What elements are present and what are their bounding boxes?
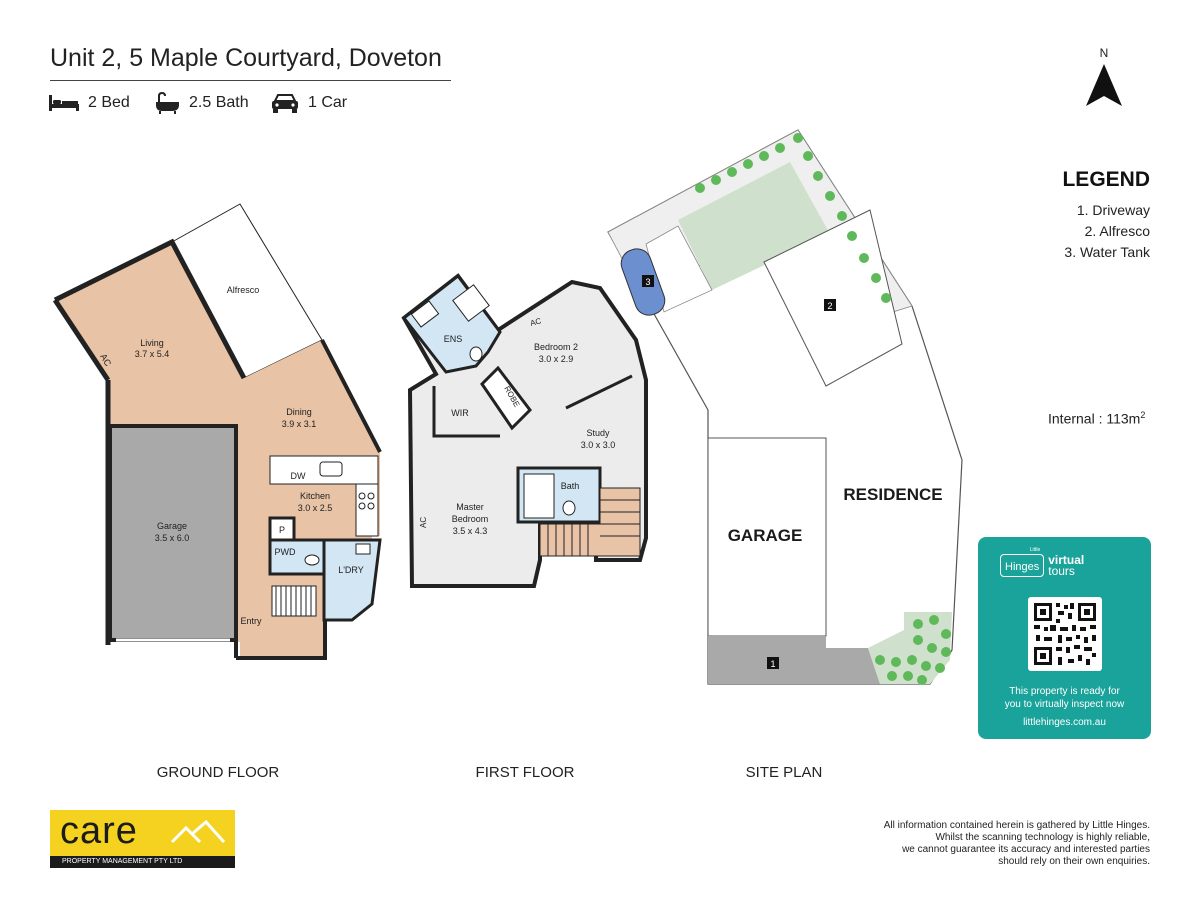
feature-bed: 2 Bed xyxy=(48,90,130,116)
brand-small-label: Little xyxy=(1029,547,1041,553)
alfresco-site xyxy=(763,209,903,387)
marker-3-box xyxy=(642,275,654,287)
bedroom2-dim: 3.0 x 2.9 xyxy=(539,354,574,364)
bath-icon xyxy=(156,92,179,114)
bedroom2-name: Bedroom 2 xyxy=(534,342,578,352)
marker-1: 1 xyxy=(770,659,775,669)
study-dim: 3.0 x 3.0 xyxy=(581,440,616,450)
living-name: Living xyxy=(140,338,164,348)
internal-area-unit: 2 xyxy=(1140,410,1146,420)
brand-tours-label: tours xyxy=(1048,563,1075,578)
disclaimer-line4: should rely on their own enquiries. xyxy=(998,856,1150,867)
brand-virtual-label: virtual xyxy=(1048,552,1085,567)
garage-floor xyxy=(108,424,238,642)
legend-item-driveway: 1. Driveway xyxy=(1076,202,1150,218)
pantry-label: P xyxy=(279,525,285,535)
first-floor-label: FIRST FLOOR xyxy=(475,764,575,781)
study-name: Study xyxy=(586,428,610,438)
feature-bed-label: 2 Bed xyxy=(88,94,130,111)
logo-word: care xyxy=(60,810,138,852)
tour-url-link[interactable]: littlehinges.com.au xyxy=(1023,717,1106,728)
entry-label: Entry xyxy=(240,616,262,626)
virtual-tour-card[interactable]: Little Hinges virtual tours xyxy=(978,537,1151,739)
legend-item-water-tank: 3. Water Tank xyxy=(1064,244,1150,260)
master-name2: Bedroom xyxy=(452,514,489,524)
tour-message-line1: This property is ready for xyxy=(1009,686,1120,697)
ground-floor-label: GROUND FLOOR xyxy=(156,764,280,781)
feature-car-label: 1 Car xyxy=(308,94,348,111)
first-floor-stairs xyxy=(539,487,641,557)
legend-title: LEGEND xyxy=(1062,168,1150,191)
living-dim: 3.7 x 5.4 xyxy=(135,349,170,359)
ens-label: ENS xyxy=(444,334,463,344)
car-icon xyxy=(272,94,298,113)
tour-message-line2: you to virtually inspect now xyxy=(1004,699,1125,710)
pwd-label: PWD xyxy=(275,547,296,557)
title-divider xyxy=(50,80,451,81)
lawn xyxy=(678,162,830,290)
site-residence-label: RESIDENCE xyxy=(843,485,942,504)
marker-3: 3 xyxy=(645,277,650,287)
driveway xyxy=(708,636,880,684)
ground-stairs xyxy=(271,585,317,617)
north-compass: N xyxy=(1086,46,1122,106)
laundry xyxy=(322,538,382,622)
little-hinges-brand: Little Hinges virtual tours xyxy=(1000,547,1085,578)
disclaimer: All information contained herein is gath… xyxy=(820,820,1150,868)
garage-name: Garage xyxy=(157,521,187,531)
feature-bath: 2.5 Bath xyxy=(153,90,249,116)
tour-message: This property is ready for you to virtua… xyxy=(978,685,1151,711)
dining-name: Dining xyxy=(286,407,312,417)
alfresco-name: Alfresco xyxy=(227,285,260,295)
master-dim: 3.5 x 4.3 xyxy=(453,526,488,536)
master-ac-label: AC xyxy=(419,517,428,528)
care-logo: care PROPERTY MANAGEMENT PTY LTD xyxy=(50,810,235,868)
disclaimer-line3: we cannot guarantee its accuracy and int… xyxy=(902,844,1150,855)
shrubs xyxy=(695,133,951,685)
dishwasher-label: DW xyxy=(291,471,306,481)
site-plan: GARAGE RESIDENCE 1 2 3 xyxy=(607,129,963,685)
robe xyxy=(480,365,532,431)
brand-main-label: Hinges xyxy=(1005,561,1040,573)
disclaimer-line1: All information contained herein is gath… xyxy=(883,820,1150,831)
feature-bath-label: 2.5 Bath xyxy=(189,94,249,111)
roofline-icon xyxy=(170,820,226,844)
master-name: Master xyxy=(456,502,484,512)
marker-2-box xyxy=(824,299,836,311)
ground-floor-plan: AC Living 3.7 x 5.4 Alfresco Dining 3.9 … xyxy=(52,203,382,660)
internal-area: Internal : 113m2 xyxy=(1048,410,1145,427)
bath-label: Bath xyxy=(561,481,580,491)
laundry-label: L'DRY xyxy=(338,565,364,575)
dining-dim: 3.9 x 3.1 xyxy=(282,419,317,429)
site-plan-label: SITE PLAN xyxy=(745,764,823,781)
compass-label: N xyxy=(1100,46,1109,60)
site-garage xyxy=(707,437,827,637)
feature-car: 1 Car xyxy=(270,90,347,116)
page-title: Unit 2, 5 Maple Courtyard, Doveton xyxy=(50,44,442,72)
north-arrow-icon xyxy=(1086,64,1122,106)
legend-item-alfresco: 2. Alfresco xyxy=(1084,223,1150,239)
kitchen-counter xyxy=(355,483,379,537)
first-floor-plan: ENS Bedroom 2 3.0 x 2.9 AC WIR ROBE Stud… xyxy=(401,273,648,588)
kitchen-dim: 3.0 x 2.5 xyxy=(298,503,333,513)
internal-area-label: Internal : 113m xyxy=(1048,410,1141,427)
garage-dim: 3.5 x 6.0 xyxy=(155,533,190,543)
disclaimer-line2: Whilst the scanning technology is highly… xyxy=(935,832,1150,843)
kitchen-name: Kitchen xyxy=(300,491,330,501)
marker-2: 2 xyxy=(827,301,832,311)
logo-tagline: PROPERTY MANAGEMENT PTY LTD xyxy=(50,856,235,868)
marker-1-box xyxy=(767,657,779,669)
ff-ac-label: AC xyxy=(529,316,542,328)
wir-label: WIR xyxy=(451,408,469,418)
bed-icon xyxy=(49,95,79,111)
qr-code-icon[interactable] xyxy=(1028,597,1102,671)
site-garage-label: GARAGE xyxy=(728,526,803,545)
